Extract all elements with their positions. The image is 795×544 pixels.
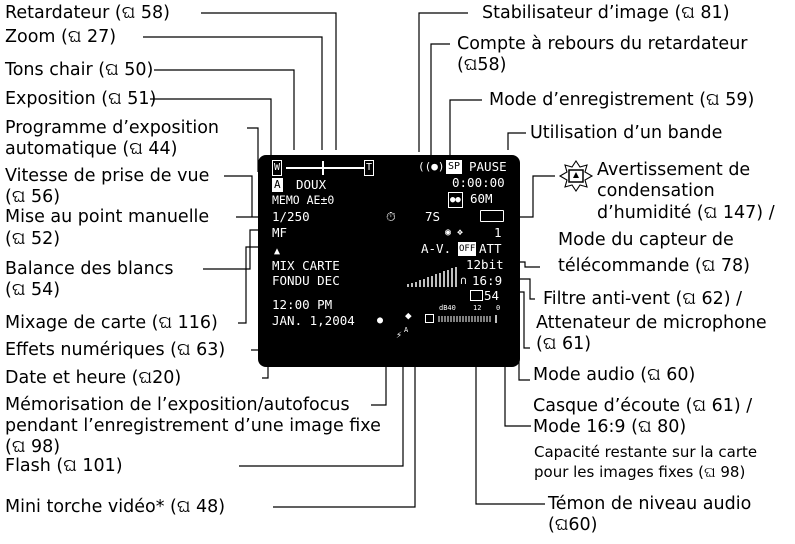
vitesse-label-2: (ଘ 56) [5,187,61,207]
capacite-label-2: pour les images fixes (ଘ 98) [534,463,746,481]
effets-label: Effets numériques (ଘ 63) [5,340,226,360]
compte-label-2: (ଘ58) [457,55,507,75]
self-timer-icon: ⏱ [386,209,396,224]
capteur-label: Mode du capteur de [558,230,734,250]
filtre-label: Filtre anti-vent (ଘ 62) / [543,289,743,309]
mic-icon [425,314,434,323]
att-text: ATT [479,241,502,256]
torche-label: Mini torche vidéo* (ଘ 48) [5,497,226,517]
time-counter: 0:00:00 [452,175,505,190]
mise-au-point-label-2: (ଘ 52) [5,229,61,249]
utilisation-label: Utilisation d’un bande [530,123,723,143]
capacite-label: Capacité restante sur la carte [534,443,758,461]
mixage-label: Mixage de carte (ଘ 116) [5,313,218,333]
compte-label: Compte à rebours du retardateur [457,34,748,54]
zoom-w-marker: W [272,160,283,176]
mise-au-point-label: Mise au point manuelle [5,207,210,227]
off-badge: OFF [458,242,477,256]
avertissement-label: Avertissement de [597,160,751,180]
countdown-text: 7S [425,209,441,224]
avertissement-label-3: d’humidité (ଘ 147) / [597,203,775,223]
audio-level-meter [438,315,497,323]
memorisation-label: Mémorisation de l’exposition/autofocus [5,395,350,415]
card-count: 54 [484,288,500,303]
zoom-label: Zoom (ଘ 27) [5,27,117,47]
rec-mode-icon: SP [446,160,463,174]
mode-enregistrement-label: Mode d’enregistrement (ଘ 59) [489,90,755,110]
flash-label: Flash (ଘ 101) [5,456,123,476]
level-0-label: 0 [496,304,501,312]
filtre-label-2: Attenateur de microphone [536,313,767,333]
memorisation-label-3: (ଘ 98) [5,437,61,457]
pause-text: PAUSE [469,159,507,174]
memo-ae-text: MEMO AE±0 [272,193,335,207]
tons-chair-label: Tons chair (ଘ 50) [5,60,154,80]
time-text: 12:00 PM [272,297,333,312]
stabilizer-icon: ((●)) [418,160,452,173]
db-label: dB40 [439,304,456,312]
fondu-text: FONDU DEC [272,273,340,288]
remaining-tape: 60M [470,191,493,206]
filtre-label-3: (ଘ 61) [536,334,592,354]
temoin-label-2: (ଘ60) [548,515,598,535]
balance-label: Balance des blancs [5,259,174,279]
doux-text: DOUX [296,177,327,192]
level-12-label: 12 [473,304,482,312]
zoom-position-marker [322,161,324,175]
retardateur-label: Retardateur (ଘ 58) [5,3,170,23]
card-icon [470,290,483,301]
battery-icon [480,210,504,222]
shutter-speed: 1/250 [272,209,310,224]
remote-sensor-icon: ◉ ❖ [445,227,464,238]
temoin-label: Témon de niveau audio [548,494,752,514]
balance-label-2: (ଘ 54) [5,280,61,300]
memorisation-label-2: pendant l’enregistrement d’une image fix… [5,416,381,436]
audio-level-ramp [407,267,457,287]
capteur-label-2: télécommande (ଘ 78) [558,256,751,276]
condensation-warning-icon [558,160,594,192]
mf-text: MF [272,225,288,240]
viewfinder-screen: W T A DOUX MEMO AE±0 1/250 MF ▲ MIX CART… [258,155,520,367]
remote-sensor-value: 1 [494,225,502,240]
headphones-icon: ∩ [460,274,467,287]
flash-a-mark: A [404,326,409,334]
vitesse-label: Vitesse de prise de vue [5,166,210,186]
white-balance-icon: ▲ [274,246,281,257]
zoom-t-marker: T [364,160,375,176]
av-text: A-V. [421,241,452,256]
casque-label: Casque d’écoute (ଘ 61) / [533,396,753,416]
video-light-icon: ◆ [405,309,412,322]
casque-label-2: Mode 16:9 (ଘ 80) [533,417,687,437]
stabilisateur-label: Stabilisateur d’image (ଘ 81) [482,3,730,23]
memo-dot-icon: ● [377,315,384,326]
flash-icon: ⚡ [396,330,403,341]
zoom-bar [286,167,364,169]
tape-icon: ●● [448,192,463,208]
programme-label: Programme d’exposition [5,118,220,138]
audio-bit-text: 12bit [466,257,504,272]
date-label: Date et heure (ଘ20) [5,368,182,388]
exposition-label: Exposition (ଘ 51) [5,89,157,109]
programme-label-2: automatique (ଘ 44) [5,139,178,159]
mode-audio-label: Mode audio (ଘ 60) [533,365,696,385]
ratio-text: 16:9 [472,273,503,288]
avertissement-label-2: condensation [597,181,715,201]
mix-carte-text: MIX CARTE [272,258,340,273]
date-text: JAN. 1,2004 [272,313,355,328]
program-ae-icon: A [272,178,283,192]
